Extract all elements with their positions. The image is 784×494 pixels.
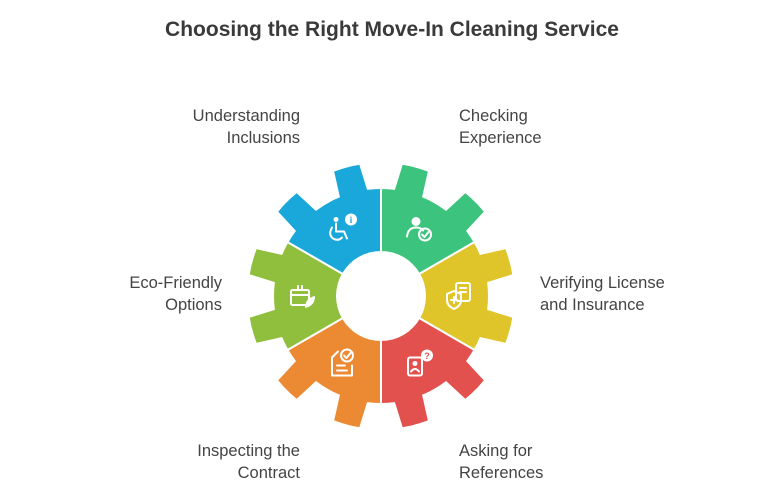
gear-segment-verifying-license — [417, 240, 515, 352]
person-check-icon — [406, 217, 432, 242]
gear-hub — [337, 252, 425, 340]
svg-text:?: ? — [424, 351, 430, 361]
accessibility-info-icon: i — [329, 213, 357, 241]
person-question-icon: ? — [407, 349, 433, 377]
svg-text:i: i — [350, 215, 353, 225]
diagram-title: Choosing the Right Move-In Cleaning Serv… — [165, 18, 619, 41]
gear-segment-asking-references — [380, 316, 487, 430]
shield-document-icon — [446, 282, 471, 310]
gear-segment-understanding-inclusions — [275, 162, 382, 276]
eco-box-leaf-icon — [290, 285, 315, 308]
contract-check-icon — [331, 348, 354, 377]
